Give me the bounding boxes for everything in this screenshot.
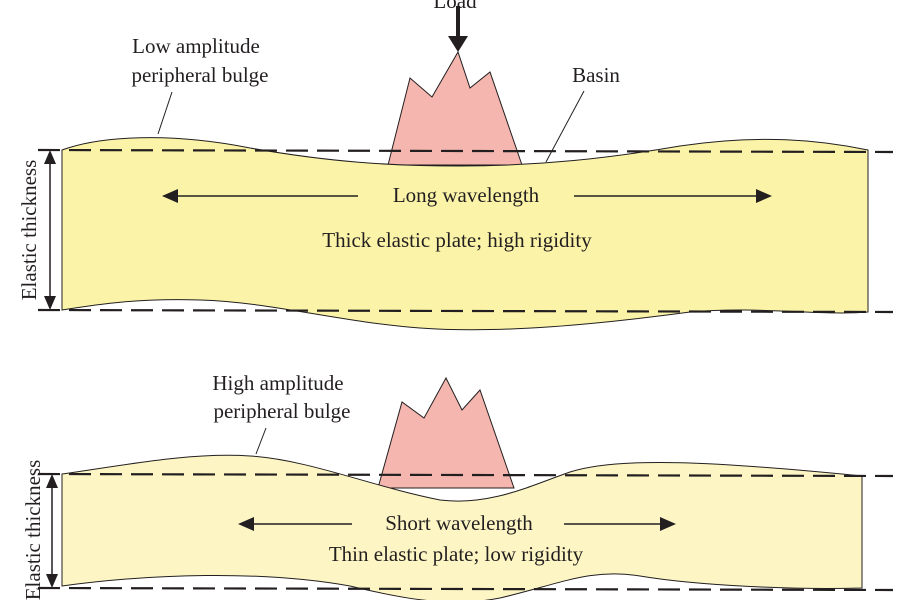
top-plate-label: Thick elastic plate; high rigidity [322, 228, 592, 252]
bottom-plate-label: Thin elastic plate; low rigidity [329, 542, 584, 566]
top-load-label: Load [433, 0, 477, 13]
bottom-bulge-label-line1: High amplitude [212, 371, 343, 395]
top-reference-line-lower [37, 308, 894, 314]
top-wavelength-label: Long wavelength [393, 183, 540, 207]
top-reference-line-upper [37, 148, 894, 154]
bottom-load [377, 376, 515, 489]
top-thickness-arrowhead-down [44, 296, 56, 310]
top-bulge-leader [157, 91, 173, 135]
bottom-reference-line-upper [37, 472, 894, 478]
top-panel: Load Low amplitude peripheral bulge Basi… [17, 0, 894, 331]
top-basin-label: Basin [572, 63, 620, 87]
bottom-wavelength-arrowhead-right [660, 517, 676, 531]
bottom-thickness-label: Elastic thickness [21, 460, 45, 600]
bottom-panel: High amplitude peripheral bulge Short wa… [21, 371, 894, 600]
bottom-wavelength-arrowhead-left [238, 517, 254, 531]
bottom-reference-line-lower [37, 586, 894, 592]
bottom-wavelength-label: Short wavelength [385, 511, 533, 535]
top-bulge-label-line2: peripheral bulge [131, 63, 268, 87]
top-load [387, 50, 523, 166]
top-wavelength-arrowhead-left [162, 189, 178, 203]
bottom-thickness-arrowhead-up [46, 474, 58, 488]
top-basin-leader [545, 90, 585, 163]
bottom-bulge-leader [255, 427, 267, 455]
bottom-bulge-label-line2: peripheral bulge [213, 399, 350, 423]
bottom-thickness-arrowhead-down [46, 574, 58, 588]
top-thickness-label: Elastic thickness [17, 160, 41, 301]
top-thickness-arrowhead-up [44, 150, 56, 164]
top-bulge-label-line1: Low amplitude [132, 34, 260, 58]
top-wavelength-arrowhead-right [756, 189, 772, 203]
top-load-arrowhead [448, 36, 468, 52]
